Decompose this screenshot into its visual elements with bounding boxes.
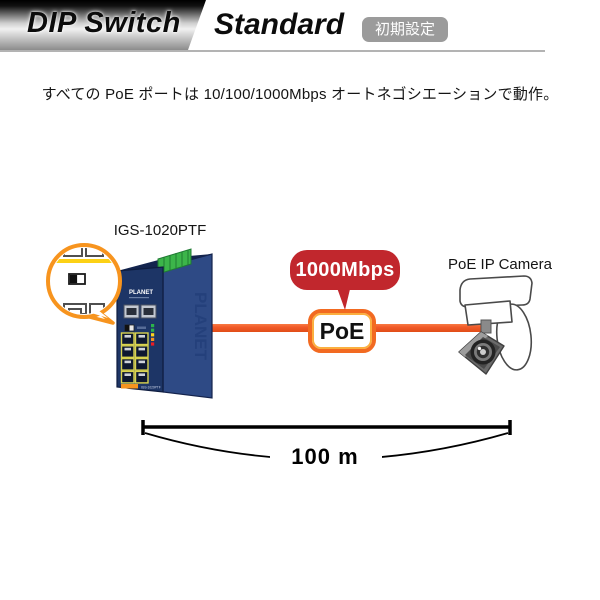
distance-label: 100 m	[291, 444, 358, 469]
closeup-yellow-stripe	[51, 259, 114, 263]
page-title: DIP Switch	[27, 7, 181, 39]
switch-side-embossed-brand: PLANET	[191, 292, 210, 361]
poe-badge: PoE	[308, 309, 376, 353]
camera-illustration	[458, 275, 533, 375]
camera-cable-connector	[480, 319, 492, 334]
rj45-ports	[120, 332, 149, 384]
header-banner	[0, 0, 206, 50]
camera-collar	[464, 300, 513, 326]
led-indicators	[151, 324, 155, 346]
distance-indicator: 100 m	[141, 420, 512, 470]
dip-switch-icon	[68, 273, 86, 285]
switch-illustration: PLANET PLANET	[116, 248, 213, 399]
switch-front-subtext	[129, 297, 149, 299]
dip-switch-magnifier-bubble	[46, 243, 122, 325]
switch-model-label: IGS-1020PTF	[113, 222, 207, 239]
speed-bubble: 1000Mbps	[290, 250, 400, 290]
camera-head	[459, 275, 533, 308]
sfp-ports	[123, 304, 157, 319]
description-text: すべての PoE ポートは 10/100/1000Mbps オートネゴシエーショ…	[41, 86, 559, 103]
switch-front-brand: PLANET	[129, 290, 153, 296]
speed-bubble-tail	[336, 285, 351, 310]
closeup-sfp-outline	[63, 248, 104, 257]
switch-bottom-sticker	[121, 384, 138, 389]
camera-lens	[470, 339, 496, 365]
camera-label: PoE IP Camera	[448, 256, 552, 273]
switch-bottom-model-text: IGS-1020PTF	[141, 386, 161, 390]
page-subtitle: Standard	[214, 8, 345, 41]
device-dip-switch	[124, 324, 146, 332]
bubble-tail-fill	[88, 306, 108, 318]
default-setting-badge: 初期設定	[362, 17, 448, 42]
distance-label-mask	[270, 446, 382, 470]
header-underline	[0, 50, 545, 52]
